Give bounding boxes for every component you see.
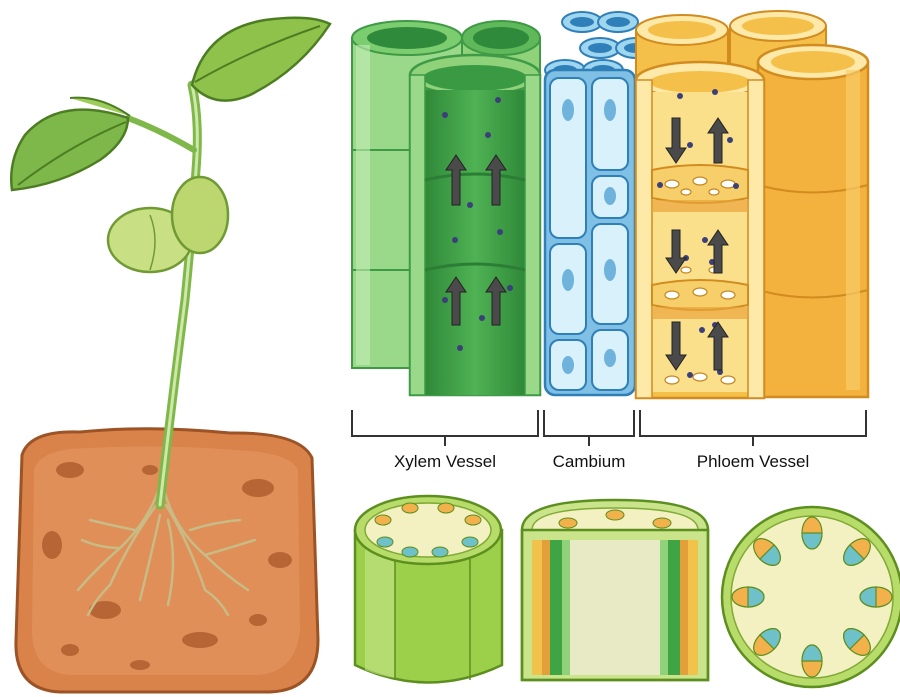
plant-illustration [10,16,332,694]
stem-cross-section-circle [720,505,900,689]
stem [125,80,202,510]
roots [76,478,257,617]
cambium-group [543,11,657,397]
soil-block [14,427,320,694]
xylem-vessel-group [351,20,542,397]
leaves [10,16,332,274]
stem-longitudinal-section [520,498,710,682]
xylem-vessel-label: Xylem Vessel [393,452,497,471]
label-brackets [351,410,867,446]
arrow-up-icon [445,154,507,326]
arrow-up-icon [707,117,729,371]
stem-cylinder-section [353,494,504,684]
cambium-label: Cambium [552,452,626,471]
phloem-vessel-label: Phloem Vessel [696,452,810,471]
arrow-down-icon [665,117,687,371]
phloem-vessel-group [634,10,870,400]
